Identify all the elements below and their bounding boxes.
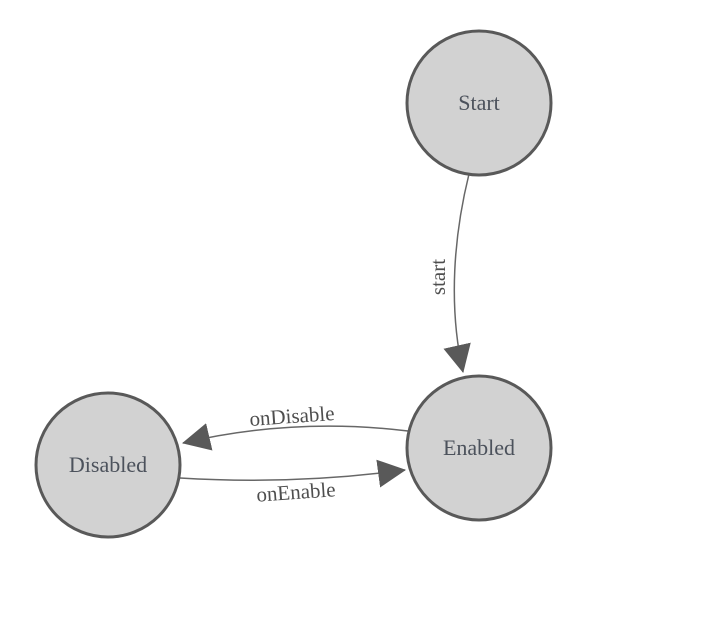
state-circle-enabled[interactable] xyxy=(405,374,553,522)
state-node-start[interactable]: Start xyxy=(405,29,553,177)
transition-start-path[interactable] xyxy=(443,173,471,373)
transition-onenable-label: onEnable xyxy=(256,477,337,506)
state-node-disabled[interactable]: Disabled xyxy=(34,391,182,539)
state-circle-disabled[interactable] xyxy=(34,391,182,539)
transition-onenable: onEnable xyxy=(179,459,406,507)
transition-onenable-path[interactable] xyxy=(179,459,406,488)
transition-start: start xyxy=(426,173,471,373)
state-circle-start[interactable] xyxy=(405,29,553,177)
transition-start-label: start xyxy=(426,259,450,295)
state-node-enabled[interactable]: Enabled xyxy=(405,374,553,522)
transition-ondisable-path[interactable] xyxy=(182,423,409,451)
transition-ondisable: onDisable xyxy=(182,401,409,451)
